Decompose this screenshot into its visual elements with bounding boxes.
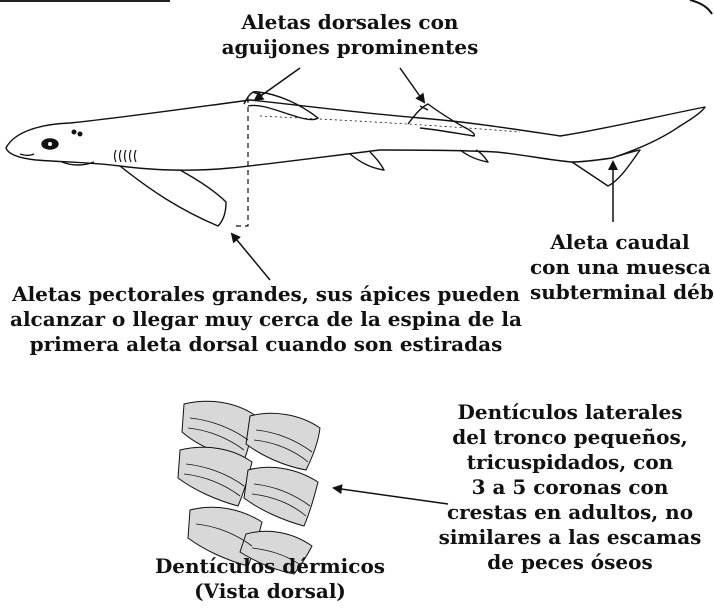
caudal-label-line-2: con una muesca [530, 255, 711, 279]
arrow-denticles [332, 484, 449, 505]
first-dorsal-fin [243, 90, 319, 121]
caudal-fin [571, 149, 641, 187]
arrow-pectoral [230, 232, 271, 281]
corner-mark [689, 0, 713, 15]
denticle-title-line-2: (Vista dorsal) [194, 579, 346, 603]
dorsal-label-line-2: aguijones prominentes [221, 35, 479, 59]
pectoral-fins-label: Aletas pectorales grandes, sus ápices pu… [6, 282, 526, 357]
dermal-denticles-illustration [177, 400, 321, 575]
arrow-dorsal-1 [253, 67, 301, 102]
caudal-fin-label: Aleta caudal con una muesca subterminal … [530, 230, 714, 305]
denticle-desc-line-4: 3 a 5 coronas con [471, 475, 669, 499]
pelvic-fin [349, 151, 385, 171]
top-border-line [0, 0, 170, 2]
dorsal-fins-label: Aletas dorsales con aguijones prominente… [200, 10, 500, 60]
denticle-desc-line-3: tricuspidados, con [466, 450, 674, 474]
denticle-title-line-1: Dentículos dérmicos [154, 554, 386, 578]
denticle-title-label: Dentículos dérmicos (Vista dorsal) [140, 554, 400, 604]
denticle-desc-line-6: similares a las escamas [438, 525, 702, 549]
denticle-description-label: Dentículos laterales del tronco pequeños… [430, 400, 710, 575]
shark-illustration [5, 90, 706, 227]
denticle-desc-line-1: Dentículos laterales [457, 400, 683, 424]
anal-fin [459, 149, 489, 163]
caudal-label-line-3: subterminal débil [530, 280, 714, 304]
pectoral-label-line-1: Aletas pectorales grandes, sus ápices pu… [12, 282, 520, 306]
pectoral-reference-line [232, 98, 249, 227]
gill-slits [113, 149, 137, 163]
arrow-dorsal-2 [399, 67, 426, 104]
denticle-desc-line-7: de peces óseos [487, 550, 653, 574]
denticle-desc-line-5: crestas en adultos, no [446, 500, 694, 524]
caudal-label-line-1: Aleta caudal [550, 230, 690, 254]
denticle-desc-line-2: del tronco pequeños, [452, 425, 688, 449]
pectoral-fin [119, 165, 227, 227]
dorsal-label-line-1: Aletas dorsales con [241, 10, 459, 34]
pectoral-label-line-3: primera aleta dorsal cuando son estirada… [29, 332, 503, 356]
pectoral-label-line-2: alcanzar o llegar muy cerca de la espina… [10, 307, 522, 331]
shark-body-outline [5, 99, 706, 171]
second-dorsal-fin [407, 103, 476, 137]
